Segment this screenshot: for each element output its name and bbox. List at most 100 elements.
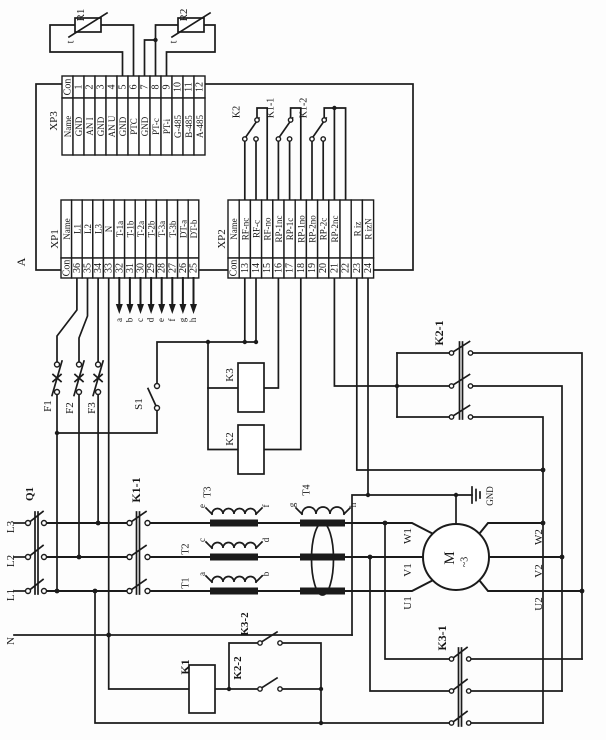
arrow-head-icon	[115, 304, 123, 314]
switch-s1-label: S1	[133, 398, 145, 410]
t3-term-f: f	[261, 505, 271, 508]
xp1-label: XP1	[49, 229, 61, 249]
coil-k2-label: K2	[224, 432, 236, 445]
t4-term-g: g	[287, 502, 297, 507]
arrow-head-icon	[126, 304, 134, 314]
phase-l1-label: L1	[5, 589, 17, 601]
xp2-pin-19-con: 19	[307, 263, 318, 273]
xp3-label: XP3	[48, 111, 60, 131]
xp1-pin-27-con: 27	[167, 263, 178, 273]
t2-term-d: d	[261, 537, 271, 542]
gnd-label: GND	[485, 486, 495, 506]
xp3-pin-1-name: GND	[74, 116, 84, 136]
xp3-pin-6-con: 6	[129, 85, 140, 90]
s1-terminal	[153, 382, 161, 390]
xp1-pin-30-con: 30	[136, 263, 147, 273]
contact-k3-2-label: K3-2	[239, 612, 251, 636]
terminal-strip-xp2: NameConRF-nc13RF-c14RF-no15RP-1nc16RP-1c…	[227, 199, 375, 279]
arrow-letter-b: b	[124, 317, 134, 322]
transformer-t3-label: T3	[203, 486, 214, 497]
coil-k3-symbol	[237, 362, 265, 413]
t2-term-c: c	[197, 538, 207, 542]
arrow-letter-f: f	[167, 319, 177, 322]
xp2-pin-13-con: 13	[240, 263, 251, 273]
xp3-pin-9-con: 9	[162, 85, 173, 90]
motor-symbol	[422, 523, 490, 591]
transformer-t2-label: T2	[181, 543, 192, 554]
k2-1-terminals	[448, 350, 474, 420]
xp1-pin-36-con: 36	[72, 263, 83, 273]
neutral-label: N	[5, 637, 17, 645]
xp1-pin-33-con: 33	[104, 263, 115, 273]
terminal-strip-xp1: NameConL136L235L334N33T-1a32T-1b31T-2a30…	[60, 199, 200, 279]
motor-term-u2: U2	[533, 597, 545, 610]
motor-term-v1: V1	[402, 563, 414, 576]
xp1-pin-25-con: 25	[189, 263, 200, 273]
xp2-pin-20-con: 20	[318, 263, 329, 273]
fuse-f1-symbol	[50, 359, 64, 397]
transformer-t4-label: T4	[302, 484, 313, 495]
xp1-pin-31-name: T-1b	[125, 220, 135, 237]
xp2-pin-23-name: R iz	[352, 222, 362, 237]
xp3-pin-6-name: PTC	[129, 118, 139, 135]
xp2-pin-19-name: RP-2no	[308, 215, 318, 243]
s1-terminal	[153, 404, 161, 412]
xp2-pin-17-con: 17	[285, 263, 296, 273]
internal-contact-k1-1-label: K1-1	[266, 98, 277, 119]
xp1-pin-27-name: T-3b	[168, 220, 178, 237]
xp2-pin-18-name: RP-1no	[296, 215, 306, 243]
xp1-con-header: Con	[61, 260, 72, 277]
fuse-f3-label: F3	[86, 402, 98, 414]
symbol-layer	[24, 11, 490, 726]
xp3-pin-3-name: GND	[96, 116, 106, 136]
k1-1-terminals	[126, 519, 151, 595]
contact-k2-2-label: K2-2	[232, 656, 244, 680]
xp1-pin-31-con: 31	[125, 263, 136, 273]
xp2-cell	[339, 199, 352, 259]
arrow-head-icon	[168, 304, 176, 314]
xp1-pin-29-name: T-2b	[147, 220, 157, 237]
xp2-pin-24-con: 24	[363, 263, 374, 273]
coil-k3-label: K3	[224, 368, 236, 382]
xp2-pin-20-name: RP-2c	[319, 218, 329, 241]
xp1-pin-35-con: 35	[83, 263, 94, 273]
xp3-pin-2-con: 2	[85, 85, 96, 90]
xp1-pin-33-name: N	[104, 225, 114, 232]
arrow-head-icon	[147, 304, 155, 314]
phase-l3-label: L3	[5, 520, 17, 533]
xp2-pin-21-con: 21	[329, 263, 340, 273]
xp1-pin-28-con: 28	[157, 263, 168, 273]
wire-layer	[13, 24, 583, 727]
r1-t-label: t	[66, 40, 77, 43]
xp2-cell	[361, 257, 375, 279]
arrow-letter-e: e	[156, 318, 166, 322]
xp1-pin-34-name: L3	[94, 224, 104, 234]
xp1-pin-32-name: T-1a	[115, 221, 125, 237]
t4-term-h: h	[348, 502, 358, 507]
xp2-pin-16-con: 16	[273, 263, 284, 273]
junction-dots	[54, 37, 585, 726]
motor-term-w2: W2	[533, 529, 545, 545]
arrow-head-icon	[190, 304, 197, 314]
xp1-pin-26-con: 26	[178, 263, 189, 273]
label-layer: R1 R2 t t A K2 K1-1 K1-2 F1 F2 F3 S1 K3 …	[5, 9, 545, 680]
xp2-pin-24-name: R izN	[364, 218, 374, 240]
phase-l2-label: L2	[5, 555, 17, 567]
xp2-pin-14-con: 14	[251, 263, 262, 273]
arrow-letter-a: a	[114, 318, 124, 322]
arrow-letter-c: c	[135, 318, 145, 322]
fuse-f2-symbol	[72, 359, 86, 397]
xp2-pin-23-con: 23	[352, 263, 363, 273]
arrow-letter-d: d	[146, 317, 156, 322]
xp2-pin-16-name: RP-1nc	[274, 215, 284, 242]
motor-phase-label: ~3	[460, 557, 471, 567]
t1-term-b: b	[261, 571, 271, 576]
xp2-label: XP2	[216, 229, 228, 249]
xp3-cell	[193, 97, 206, 156]
xp3-pin-7-name: GND	[140, 116, 150, 136]
internal-contact-terminals	[241, 117, 328, 142]
arrow-letter-g: g	[177, 317, 187, 322]
xp2-con-header: Con	[229, 260, 240, 277]
xp2-pin-22-con: 22	[341, 263, 352, 273]
